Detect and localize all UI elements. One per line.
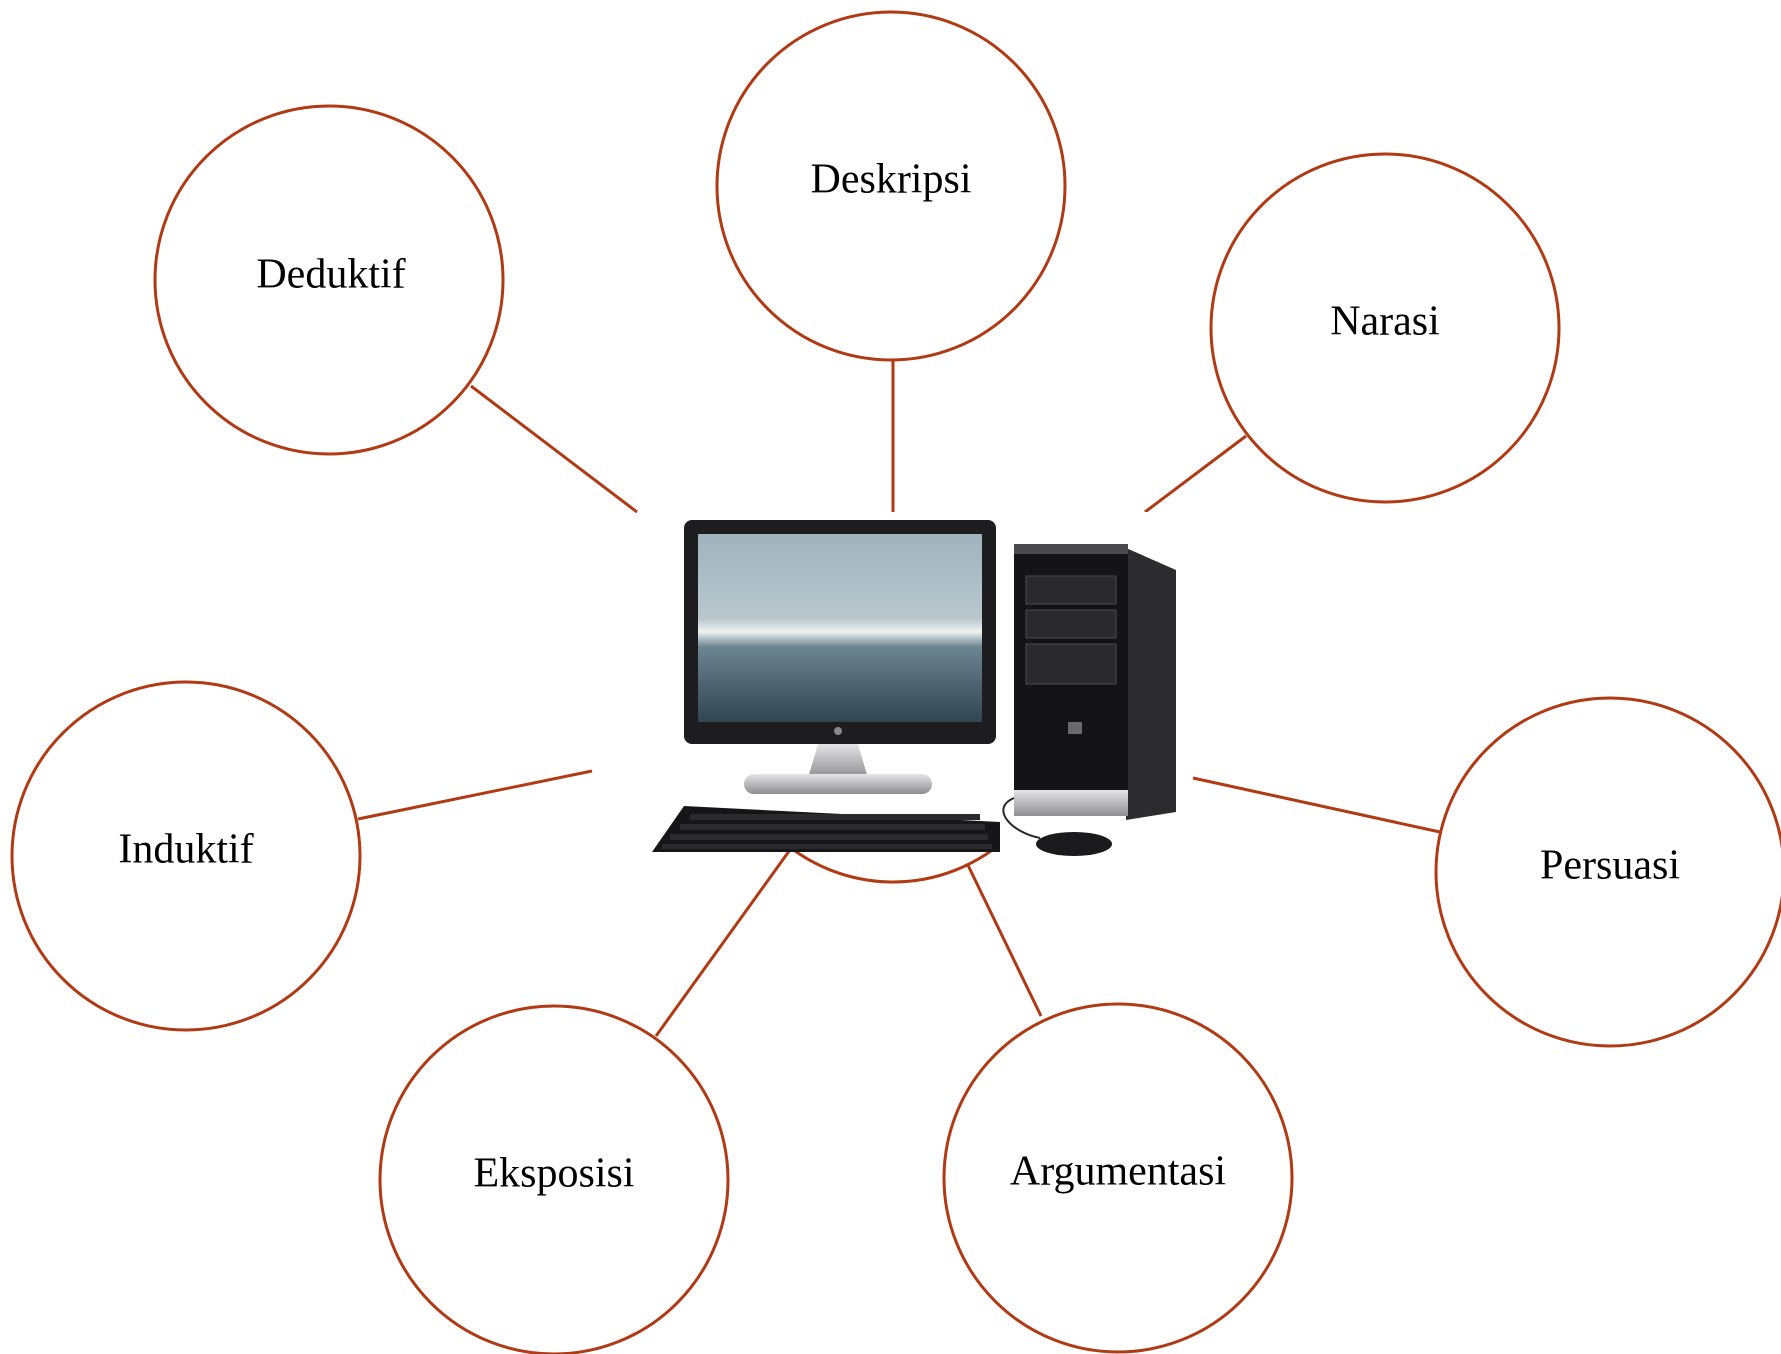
node-deskripsi: Deskripsi <box>715 10 1067 362</box>
node-eksposisi-circle <box>378 1004 730 1354</box>
node-argumentasi-label: Argumentasi <box>1010 1149 1226 1195</box>
node-narasi-circle <box>1209 152 1561 504</box>
keyboard <box>652 806 1000 852</box>
connector-persuasi <box>1192 776 1441 834</box>
node-induktif-label: Induktif <box>118 827 253 873</box>
node-narasi: Narasi <box>1209 152 1561 504</box>
connector-deduktif <box>470 384 638 514</box>
connector-eksposisi <box>654 846 794 1037</box>
monitor <box>684 520 996 794</box>
node-eksposisi: Eksposisi <box>378 1004 730 1354</box>
node-deskripsi-circle <box>715 10 1067 362</box>
node-eksposisi-label: Eksposisi <box>473 1151 634 1197</box>
connector-lines <box>357 360 1441 1037</box>
node-induktif: Induktif <box>10 680 362 1032</box>
node-deskripsi-label: Deskripsi <box>811 157 972 203</box>
connector-induktif <box>357 769 593 821</box>
node-narasi-label: Narasi <box>1330 299 1440 345</box>
node-deduktif-circle <box>153 104 505 456</box>
node-induktif-circle <box>10 680 362 1032</box>
node-argumentasi: Argumentasi <box>942 1002 1294 1354</box>
mouse <box>1002 797 1112 856</box>
node-persuasi: Persuasi <box>1434 696 1781 1048</box>
node-argumentasi-circle <box>942 1002 1294 1354</box>
computer-tower <box>1014 544 1176 820</box>
connector-narasi <box>1144 434 1247 514</box>
connector-argumentasi <box>962 856 1043 1017</box>
node-persuasi-label: Persuasi <box>1540 843 1680 889</box>
node-deduktif: Deduktif <box>153 104 505 456</box>
desktop-computer-image <box>640 512 1176 856</box>
node-deduktif-label: Deduktif <box>256 252 405 298</box>
node-persuasi-circle <box>1434 696 1781 1048</box>
